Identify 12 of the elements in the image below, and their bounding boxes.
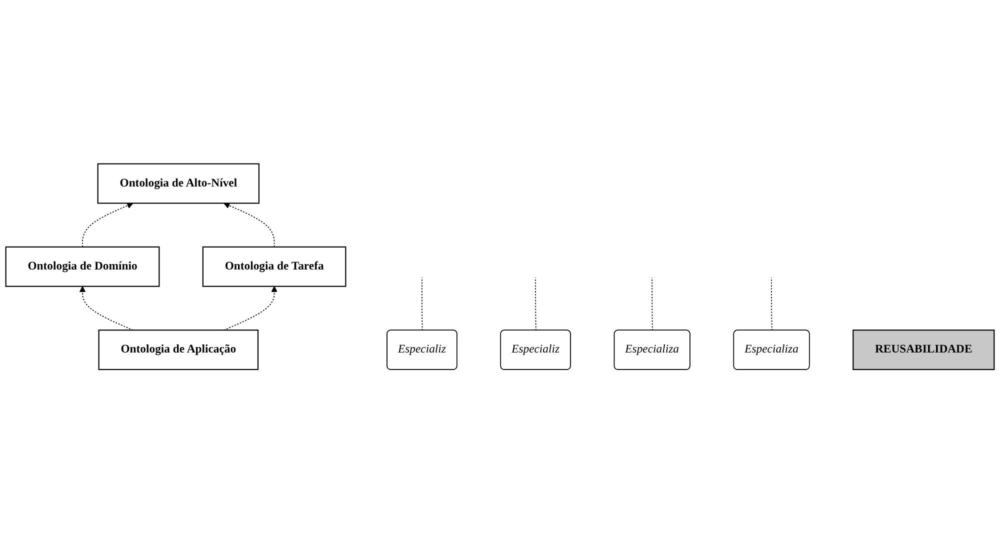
arrow xyxy=(82,202,134,248)
node-box: Ontologia de Alto-Nível xyxy=(97,163,260,204)
arrow xyxy=(224,202,275,248)
connector xyxy=(422,277,423,331)
node-box: Ontologia de Domínio xyxy=(5,246,160,287)
connector xyxy=(652,277,653,331)
arrow xyxy=(79,286,134,330)
node-box: Ontologia de Tarefa xyxy=(202,246,346,287)
connector xyxy=(771,277,772,331)
connector xyxy=(535,277,536,331)
node-box: REUSABILIDADE xyxy=(852,329,995,370)
node-box: Ontologia de Aplicação xyxy=(98,329,259,370)
